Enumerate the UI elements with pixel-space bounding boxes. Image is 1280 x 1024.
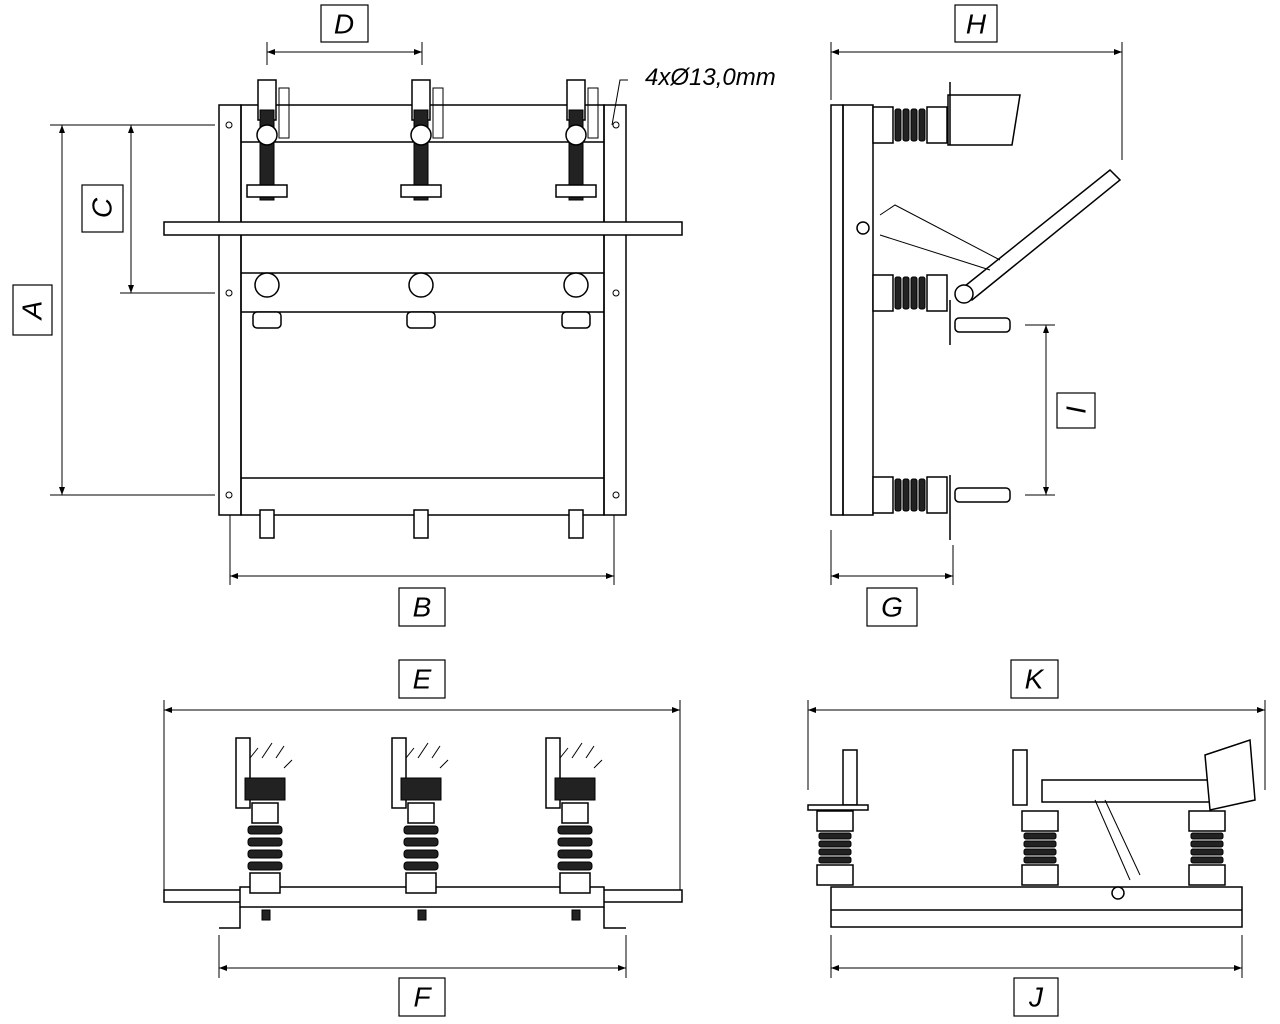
dimension-label-G: G — [866, 587, 918, 627]
dimension-label-D: D — [320, 4, 369, 43]
dimension-label-J: J — [1013, 977, 1059, 1017]
svg-text:C: C — [87, 197, 118, 218]
front-dimensions — [50, 42, 615, 585]
svg-text:B: B — [413, 592, 432, 623]
dimension-label-K: K — [1010, 659, 1059, 699]
dimension-label-C: C — [81, 184, 124, 233]
svg-text:E: E — [413, 664, 432, 695]
top-view-front — [163, 700, 683, 978]
svg-text:H: H — [966, 9, 987, 40]
dimension-label-E: E — [398, 659, 446, 699]
svg-text:G: G — [881, 592, 903, 623]
hole-note: 4xØ13,0mm — [645, 64, 776, 91]
side-dimensions — [830, 42, 1123, 585]
svg-text:F: F — [413, 982, 432, 1013]
dimension-label-F: F — [398, 977, 446, 1017]
svg-text:D: D — [334, 9, 354, 40]
front-view: 4xØ13,0mm — [163, 64, 776, 539]
dimension-label-H: H — [954, 4, 998, 43]
side-view — [830, 82, 1122, 540]
svg-text:I: I — [1061, 406, 1092, 414]
top-view-side — [807, 700, 1266, 978]
dimension-label-B: B — [398, 587, 446, 627]
dimension-label-I: I — [1056, 392, 1096, 429]
svg-text:J: J — [1028, 982, 1044, 1013]
dimension-label-A: A — [12, 284, 53, 336]
svg-text:K: K — [1025, 664, 1045, 695]
svg-text:A: A — [17, 301, 48, 322]
